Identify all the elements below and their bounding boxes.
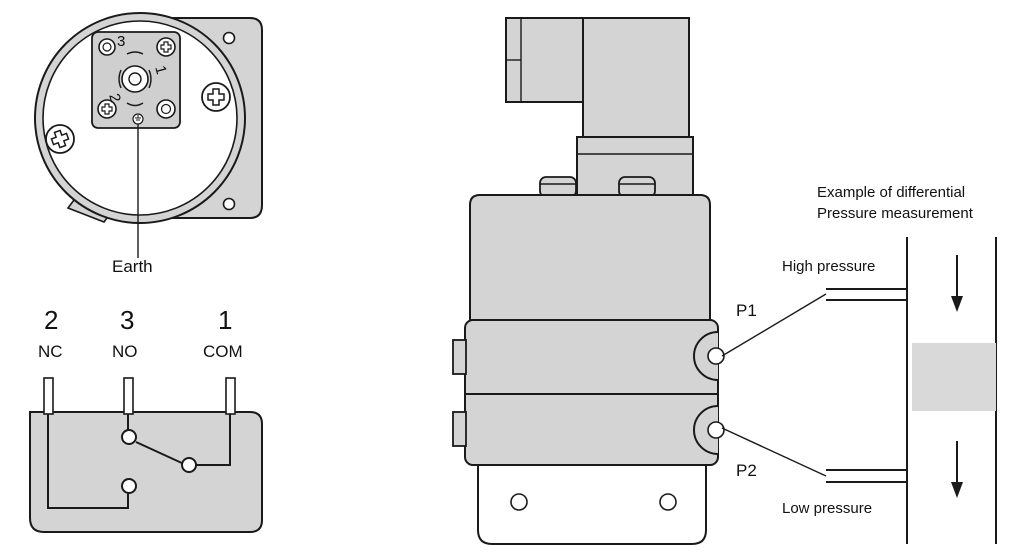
contact-com xyxy=(181,457,197,473)
terminal-pin-3 xyxy=(123,377,134,415)
p1-leader-line xyxy=(721,293,827,357)
p2-leader-line xyxy=(721,427,827,477)
differential-example: Example of differential Pressure measure… xyxy=(782,184,997,544)
mount-hole-top xyxy=(222,31,236,45)
switch-body xyxy=(469,194,711,323)
pin-1-center xyxy=(121,65,149,93)
terminal-2-name: NC xyxy=(38,342,63,361)
pin-number-3: 3 xyxy=(117,33,125,50)
terminal-pin-1 xyxy=(225,377,236,415)
chamber-nub-lower xyxy=(452,411,467,447)
port-p2 xyxy=(693,405,719,455)
mount-hole-bottom xyxy=(222,197,236,211)
screw-left xyxy=(45,124,75,154)
port-p1 xyxy=(693,331,719,381)
terminal-pin-2 xyxy=(43,377,54,415)
chamber-nub-upper xyxy=(452,339,467,375)
example-title-line1: Example of differential xyxy=(817,184,965,201)
terminal-3-name: NO xyxy=(112,342,138,361)
screw-right xyxy=(201,82,231,112)
bracket-hole-right xyxy=(659,493,677,511)
port-p1-label: P1 xyxy=(736,301,757,320)
earth-label: Earth xyxy=(112,257,153,276)
pin-top-right-screw xyxy=(156,37,176,57)
pin-2-screw xyxy=(97,99,117,119)
flow-arrow-down-icon xyxy=(951,441,963,498)
example-title-line2: Pressure measurement xyxy=(817,205,974,222)
contact-nc xyxy=(121,478,137,494)
connector-face-view: 3 1 2 Earth xyxy=(34,12,263,276)
bracket-hole-left xyxy=(510,493,528,511)
high-pressure-label: High pressure xyxy=(782,258,875,275)
pin-3-contact xyxy=(98,38,116,56)
flow-restriction xyxy=(912,343,996,411)
port-p2-label: P2 xyxy=(736,461,757,480)
plug-housing xyxy=(582,17,690,139)
switch-side-view: P1 P2 xyxy=(452,17,827,545)
earth-symbol-icon xyxy=(132,113,144,125)
mounting-bracket xyxy=(477,464,707,545)
terminal-1-number: 1 xyxy=(218,305,232,335)
terminal-3-number: 3 xyxy=(120,305,134,335)
terminal-wiring: 2 NC 3 NO 1 COM xyxy=(29,305,263,533)
terminal-1-name: COM xyxy=(203,342,243,361)
pin-bottom-right xyxy=(156,99,176,119)
terminal-block-body xyxy=(29,411,263,533)
low-pressure-label: Low pressure xyxy=(782,500,872,517)
terminal-2-number: 2 xyxy=(44,305,58,335)
pressure-chamber xyxy=(464,319,719,466)
contact-no xyxy=(121,429,137,445)
switch-contact-lever xyxy=(135,441,185,465)
flow-arrow-down-icon xyxy=(951,255,963,312)
